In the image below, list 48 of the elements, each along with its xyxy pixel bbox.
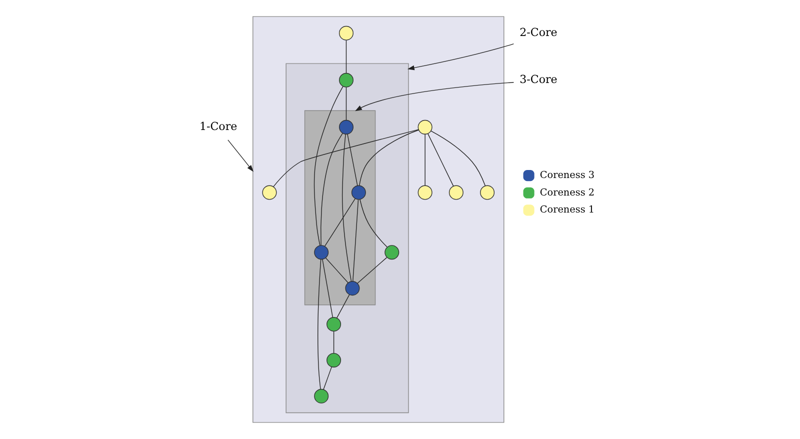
node-circle [338,26,354,40]
connector [333,330,334,354]
cluster [252,16,504,423]
connector [320,133,343,246]
connector [318,259,322,390]
connector [346,86,347,121]
node-circle [480,185,495,200]
connector [360,199,388,248]
connector [347,134,358,186]
connector [272,129,419,188]
node-circle [326,352,342,368]
connector [323,366,332,390]
connector [424,134,426,186]
node-circle [326,317,342,332]
node-circle [351,185,366,200]
node-circle [448,185,464,200]
node-circle [262,185,277,200]
connector [314,86,344,246]
node-circle [338,72,354,88]
connector [357,257,388,284]
connector [359,130,419,186]
arrow [407,43,514,70]
connector [322,258,334,318]
legend-label: Coreness 1 [540,204,595,216]
legend-label: Coreness 2 [540,187,595,198]
node-circle [345,281,360,296]
node-circle [314,388,329,404]
node-circle [418,185,432,200]
node-text: 1-Core [199,120,238,133]
connector [352,199,359,282]
node-circle [314,245,329,260]
legend-label: Coreness 3 [540,170,595,182]
arrow [355,82,514,112]
node-circle [418,120,432,134]
connector [336,294,350,318]
node-text: 3-Core [520,72,558,86]
connector [324,198,356,246]
arrow [228,140,254,172]
cluster [286,63,409,414]
connector [346,40,347,74]
connector [342,134,352,282]
node-text: 2-Core [520,26,558,39]
node-circle [384,245,400,260]
connector [430,130,486,186]
node-circle [338,120,354,134]
connector [325,258,349,284]
cluster [304,110,376,306]
connector [427,133,454,186]
